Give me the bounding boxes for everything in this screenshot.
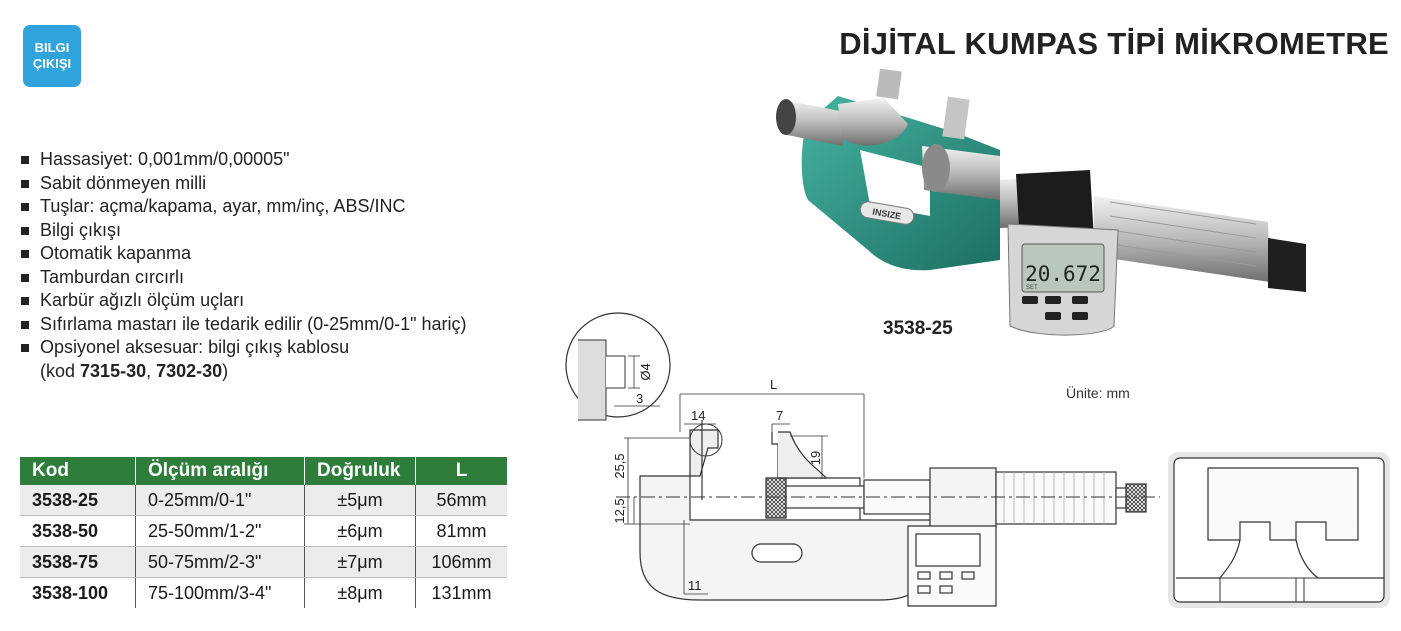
micrometer-photo: INSIZE 20.672 SET — [776, 68, 1306, 336]
dim-14: 14 — [691, 408, 705, 423]
button-set: SET — [1026, 285, 1038, 291]
dim-11: 11 — [688, 578, 702, 593]
technical-drawing — [616, 420, 1160, 607]
dim-19: 19 — [808, 451, 823, 465]
unit-label: Ünite: mm — [1066, 385, 1130, 401]
feature-item: Tamburdan cırcırlı — [20, 266, 467, 290]
table-header-row: Kod Ölçüm aralığı Doğruluk L — [20, 457, 507, 485]
model-label: 3538-25 — [883, 318, 953, 339]
display-reading: 20.672 — [1025, 262, 1101, 286]
mm-key — [1045, 312, 1061, 320]
jaw-detail-box — [1168, 452, 1390, 608]
feature-item: Opsiyonel aksesuar: bilgi çıkış kablosu — [20, 336, 467, 360]
code-suffix: ) — [222, 360, 229, 381]
table-row: 3538-75 50-75mm/2-3" ±7μm 106mm — [20, 546, 507, 578]
badge-line-1: BILGI — [34, 40, 70, 55]
table-row: 3538-100 75-100mm/3-4" ±8μm 131mm — [20, 577, 507, 608]
cell-length: 81mm — [415, 515, 507, 547]
cell-code: 3538-100 — [20, 577, 136, 608]
cell-code: 3538-25 — [20, 485, 136, 516]
cell-code: 3538-75 — [20, 546, 136, 578]
code-1: 7315-30 — [80, 360, 147, 381]
page-title: DİJİTAL KUMPAS TİPİ MİKROMETRE — [839, 26, 1389, 61]
feature-item: Sabit dönmeyen milli — [20, 172, 467, 196]
feature-item: Otomatik kapanma — [20, 242, 467, 266]
cell-range: 0-25mm/0-1" — [135, 485, 305, 516]
dim-L: L — [770, 377, 777, 392]
cell-range: 50-75mm/2-3" — [135, 546, 305, 578]
cell-accuracy: ±7μm — [304, 546, 416, 578]
feature-item: Bilgi çıkışı — [20, 219, 467, 243]
on-key — [1072, 296, 1088, 304]
dim-7: 7 — [776, 408, 783, 423]
cell-accuracy: ±5μm — [304, 485, 416, 516]
cell-code: 3538-50 — [20, 515, 136, 547]
feature-item: Karbür ağızlı ölçüm uçları — [20, 289, 467, 313]
code-2: 7302-30 — [156, 360, 223, 381]
dim-3: 3 — [636, 391, 643, 406]
header-length: L — [415, 457, 507, 485]
header-accuracy: Doğruluk — [304, 457, 416, 485]
cell-length: 56mm — [415, 485, 507, 516]
cell-range: 75-100mm/3-4" — [135, 577, 305, 608]
cell-accuracy: ±8μm — [304, 577, 416, 608]
spec-table: Kod Ölçüm aralığı Doğruluk L 3538-25 0-2… — [20, 457, 507, 608]
feature-item: Sıfırlama mastarı ile tedarik edilir (0-… — [20, 313, 467, 337]
cell-accuracy: ±6μm — [304, 515, 416, 547]
dim-12-5: 12,5 — [612, 498, 627, 523]
feature-code-line: (kod 7315-30, 7302-30) — [20, 360, 467, 384]
data-output-badge: BILGI ÇIKIŞI — [23, 25, 81, 87]
cell-length: 131mm — [431, 582, 492, 603]
feature-list: Hassasiyet: 0,001mm/0,00005" Sabit dönme… — [20, 148, 467, 383]
code-sep: , — [146, 360, 157, 381]
table-row: 3538-25 0-25mm/0-1" ±5μm 56mm — [20, 485, 507, 516]
feature-item: Hassasiyet: 0,001mm/0,00005" — [20, 148, 467, 172]
abs-key — [1045, 296, 1061, 304]
brand-label: INSIZE — [872, 207, 902, 222]
tip-detail-view: Ø4 3 — [565, 312, 671, 421]
badge-line-2: ÇIKIŞI — [32, 56, 72, 71]
header-range: Ölçüm aralığı — [135, 457, 305, 485]
dimension-lines — [624, 393, 865, 595]
header-code: Kod — [20, 457, 136, 485]
code-prefix: (kod — [40, 360, 81, 381]
set-key — [1022, 296, 1038, 304]
cell-range: 25-50mm/1-2" — [135, 515, 305, 547]
feature-item: Tuşlar: açma/kapama, ayar, mm/inç, ABS/I… — [20, 195, 467, 219]
io-key — [1072, 312, 1088, 320]
table-row: 3538-50 25-50mm/1-2" ±6μm 81mm — [20, 515, 507, 547]
dim-d4: Ø4 — [638, 363, 653, 380]
cell-length: 106mm — [415, 546, 507, 578]
dim-25-5: 25,5 — [612, 453, 627, 478]
